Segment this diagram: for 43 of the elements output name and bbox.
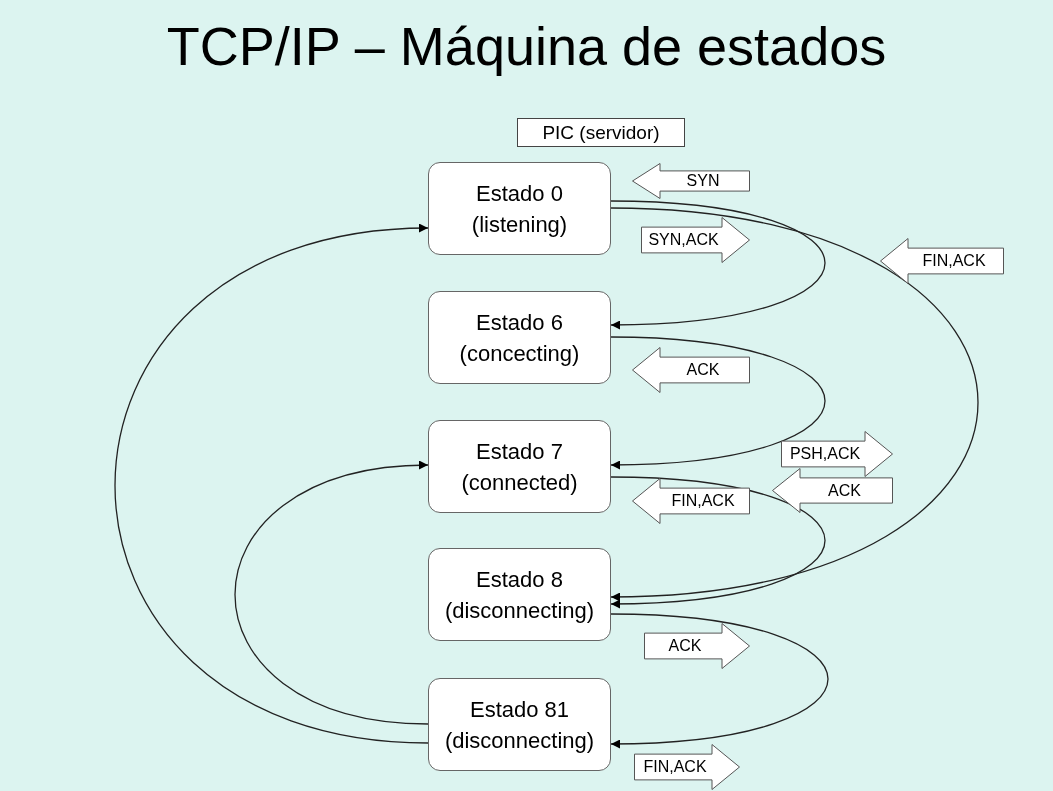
transition-arrow: [114, 224, 429, 744]
transition-arrow: [234, 461, 429, 725]
message-label: SYN,ACK: [648, 231, 719, 249]
state-description: (connected): [461, 468, 578, 497]
message-label: FIN,ACK: [643, 758, 707, 776]
message-tag: [772, 468, 893, 513]
message-label: ACK: [668, 637, 702, 655]
message-tag: [781, 431, 893, 477]
state-box: [428, 162, 611, 255]
message-tag: [634, 744, 740, 790]
transition-arrow: [610, 613, 829, 749]
state-name: Estado 6: [476, 308, 563, 337]
message-label: FIN,ACK: [922, 252, 986, 270]
state-box: [428, 291, 611, 384]
state-description: (disconnecting): [444, 596, 595, 625]
state-description: (listening): [471, 210, 568, 239]
message-tag: [880, 238, 1004, 284]
message-tag: [644, 623, 750, 669]
message-label: FIN,ACK: [671, 492, 735, 510]
state-box: [428, 678, 611, 771]
state-name: Estado 8: [476, 565, 563, 594]
state-description: (disconnecting): [444, 726, 595, 755]
transition-arrow: [610, 200, 826, 330]
message-label: ACK: [686, 361, 720, 379]
state-box: [428, 420, 611, 513]
message-label: ACK: [828, 481, 861, 500]
label-box: [517, 118, 685, 147]
state-name: Estado 7: [476, 437, 563, 466]
message-tag: [632, 478, 750, 524]
message-label: SYN: [686, 172, 720, 190]
state-name: Estado 81: [469, 695, 570, 724]
transition-arrow: [610, 207, 979, 601]
title: TCP/IP – Máquina de estados: [165, 15, 888, 78]
state-box: [428, 548, 611, 641]
state-description: (concecting): [459, 339, 580, 368]
message-tag: [632, 347, 750, 393]
state-name: Estado 0: [476, 179, 563, 208]
message-tag: [632, 163, 750, 199]
transition-arrow: [610, 336, 826, 470]
message-label: PSH,ACK: [789, 445, 861, 463]
transition-arrow: [610, 476, 826, 609]
message-tag: [641, 217, 750, 263]
message-label: PIC (servidor): [542, 120, 660, 145]
